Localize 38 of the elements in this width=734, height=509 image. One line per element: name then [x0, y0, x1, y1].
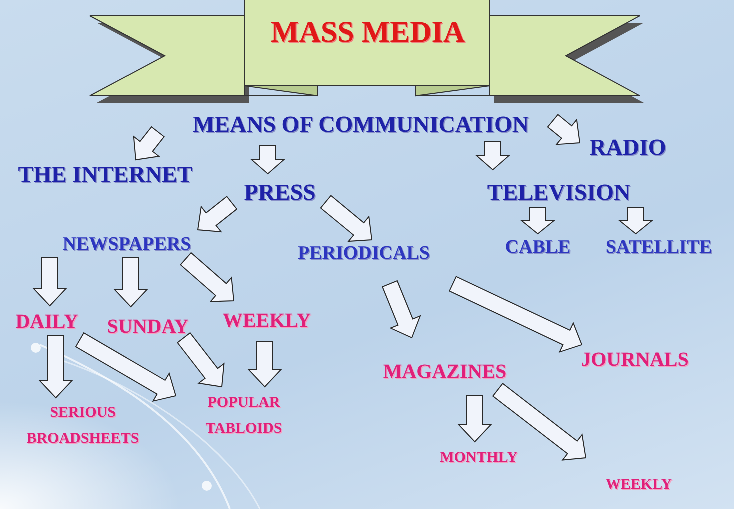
block-arrow: [180, 252, 235, 302]
node-label: SUNDAY: [98, 312, 198, 342]
node-label: WEEKLY: [594, 472, 684, 498]
node-label: POPULAR TABLOIDS: [190, 390, 298, 442]
block-arrow: [458, 396, 492, 443]
node-label: JOURNALS: [572, 345, 698, 375]
block-arrow: [448, 276, 583, 354]
title: MASS MEDIA: [270, 15, 466, 51]
block-arrow: [382, 280, 422, 339]
node-label: TELEVISION: [478, 176, 640, 210]
block-arrow: [547, 114, 581, 146]
node-label: NEWSPAPERS: [44, 231, 210, 260]
block-arrow: [114, 258, 148, 308]
node-label: SERIOUS BROADSHEETS: [8, 400, 158, 452]
node-label: DAILY: [8, 307, 86, 337]
block-arrow: [618, 208, 654, 235]
block-arrow: [492, 383, 587, 461]
block-arrow: [177, 332, 225, 388]
block-arrow: [520, 208, 556, 235]
node-label: MAGAZINES: [372, 357, 518, 387]
block-arrow: [320, 195, 373, 242]
node-label: CABLE: [494, 234, 582, 262]
node-label: SATELLITE: [592, 234, 726, 262]
node-label: WEEKLY: [215, 306, 319, 336]
block-arrow: [248, 342, 282, 388]
block-arrow: [75, 332, 177, 402]
block-arrow: [476, 142, 510, 171]
node-label: PERIODICALS: [286, 240, 442, 268]
block-arrow: [38, 336, 74, 399]
node-label: MEANS OF COMMUNICATION: [176, 108, 546, 142]
node-label: THE INTERNET: [8, 158, 203, 192]
block-arrow: [32, 258, 68, 307]
node-label: PRESS: [235, 176, 325, 210]
block-arrow: [197, 196, 238, 233]
node-label: RADIO: [583, 131, 673, 166]
node-label: MONTHLY: [430, 445, 528, 472]
block-arrow: [133, 126, 165, 161]
block-arrow: [250, 146, 286, 175]
